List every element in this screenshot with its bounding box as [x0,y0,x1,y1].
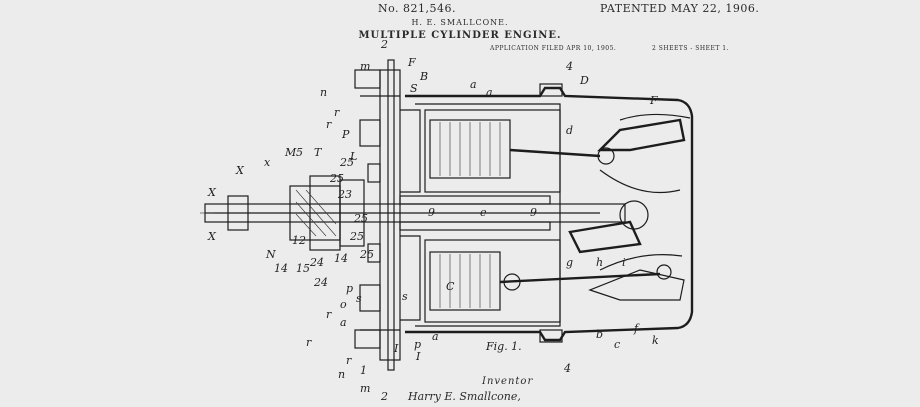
figure-label: 25 [359,248,374,261]
figure-labels: 2 2 m F B S n r r P L 4 D 4 F a a d X X … [207,38,659,403]
figure-label: f [633,322,640,335]
upper-cylinder [424,109,615,193]
figure-label: r [326,118,332,131]
figure-label: a [432,330,439,343]
sheet-count: 2 SHEETS - SHEET 1. [652,45,730,52]
figure-label: a [470,78,477,91]
inventor-signature: Harry E. Smallcone, [408,390,521,403]
figure-label: d [566,124,573,137]
figure-label: 4 [565,60,573,73]
figure-label: h [596,256,603,269]
figure-label: i [622,256,626,269]
figure-label: F [649,94,658,107]
wobble-plate [568,113,691,301]
figure-label: 25 [329,172,344,185]
main-shaft [200,203,626,223]
figure-label: X [207,186,217,199]
figure-label: c [614,338,620,351]
shaft-gearing [227,175,551,251]
figure-label: a [340,316,347,329]
figure-label: 4 [563,362,571,375]
figure-label: g [566,256,573,269]
figure-label: r [326,308,332,321]
figure-label: e [480,206,487,219]
figure-label: 2 [380,38,388,51]
figure-label: x [264,156,271,169]
figure-label: 14 [334,252,348,265]
figure-label: I [393,342,399,355]
figure-label: r [346,354,352,367]
figure-label: D [579,74,589,87]
invention-title: MULTIPLE CYLINDER ENGINE. [358,30,562,41]
figure-label: r [306,336,312,349]
distributor-plate [354,59,421,371]
patent-date: PATENTED MAY 22, 1906. [600,2,760,15]
lower-cylinder [424,239,672,323]
inventor-name: H. E. SMALLCONE. [411,18,509,27]
figure-label: m [360,60,370,73]
figure-label: 15 [296,262,310,275]
figure-label: n [320,86,327,99]
patent-number: No. 821,546. [378,2,457,15]
figure-label: o [340,298,347,311]
figure-label: m [360,382,370,395]
figure-label: k [652,334,659,347]
figure-label: M [284,146,297,159]
figure-label: s [402,290,408,303]
figure-label: 2 [380,390,388,403]
figure-label: C [446,280,455,293]
figure-label: X [235,164,245,177]
figure-label: 25 [353,212,368,225]
figure-label: P [341,128,350,141]
figure-label: 23 [337,188,352,201]
figure-label: S [410,82,418,95]
figure-label: 5 [296,146,303,159]
figure-label: B [419,70,428,83]
inventor-caption: Inventor [482,376,534,387]
engine-housing [405,83,694,343]
figure-label: 25 [339,156,354,169]
figure-label: L [349,150,357,163]
figure-label: s [356,292,362,305]
figure-label: X [207,230,217,243]
figure-label: 25 [349,230,364,243]
figure-label: 9 [428,206,435,219]
figure-label: 9 [530,206,537,219]
figure-label: 1 [360,364,367,377]
figure-label: b [596,328,603,341]
figure-label: p [346,282,353,295]
figure-label: r [334,106,340,119]
figure-label: p [414,338,421,351]
figure-label: n [338,368,345,381]
figure-label: 24 [309,256,324,269]
figure-label: a [486,86,493,99]
application-filed-date: APPLICATION FILED APR 10, 1905. [490,45,617,52]
figure-label: N [265,248,276,261]
figure-label: 12 [292,234,306,247]
figure-label: T [314,146,323,159]
figure-caption: Fig. 1. [485,340,522,353]
figure-label: 24 [313,276,328,289]
figure-label: 14 [274,262,288,275]
figure-label: I [415,350,421,363]
figure-label: F [407,56,416,69]
